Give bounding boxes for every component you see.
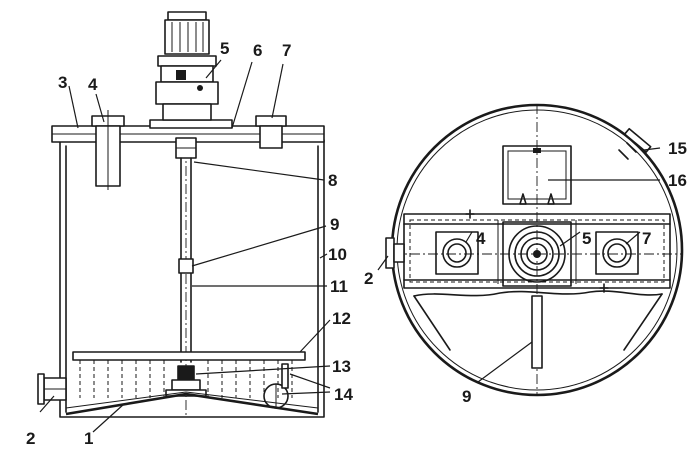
callout-front-9: 9	[330, 215, 339, 234]
callout-top-4: 4	[476, 229, 486, 248]
feed-pipe	[91, 110, 125, 190]
callout-top-16: 16	[668, 171, 687, 190]
plan-drain-flange	[385, 237, 405, 269]
drain-flange	[37, 373, 67, 405]
callout-front-4: 4	[88, 75, 98, 94]
callout-top-5: 5	[582, 229, 591, 248]
callout-front-13: 13	[332, 357, 351, 376]
shaft-joint	[178, 258, 194, 274]
plan-nozzle-4	[435, 231, 479, 275]
shaft-coupling	[175, 137, 197, 159]
callout-front-6: 6	[253, 41, 262, 60]
callout-front-12: 12	[332, 309, 351, 328]
plan-drive-housing	[502, 221, 572, 287]
callout-front-2: 2	[26, 429, 35, 448]
callout-front-7: 7	[282, 41, 291, 60]
plan-side-nozzle	[618, 127, 652, 160]
callout-top-9: 9	[462, 387, 471, 406]
callout-top-2: 2	[364, 269, 373, 288]
callout-front-5: 5	[220, 39, 229, 58]
callout-front-10: 10	[328, 245, 347, 264]
callout-front-3: 3	[58, 73, 67, 92]
callout-front-1: 1	[84, 429, 93, 448]
impeller-hub	[165, 365, 207, 397]
plan-leaders	[377, 147, 661, 383]
callout-top-7: 7	[642, 229, 651, 248]
callout-top-15: 15	[668, 139, 687, 158]
motor-and-reducer	[155, 11, 219, 121]
top-nozzle	[255, 115, 287, 149]
top-plan-view: 15 16 2 4 5 7 9	[364, 103, 687, 406]
plan-nozzle-7	[595, 231, 639, 275]
callout-front-14: 14	[334, 385, 353, 404]
conical-bottom	[65, 391, 319, 416]
plan-baffle	[531, 295, 543, 369]
callout-front-8: 8	[328, 171, 337, 190]
front-leaders	[39, 59, 331, 433]
support-pins	[263, 363, 289, 409]
plan-manhole	[502, 145, 572, 205]
front-elevation-view: 1 2 3 4 5 6 7 8 9 10 11 12 13 14	[26, 11, 353, 448]
plan-liquid-surface	[413, 290, 663, 297]
callout-front-11: 11	[330, 277, 348, 296]
